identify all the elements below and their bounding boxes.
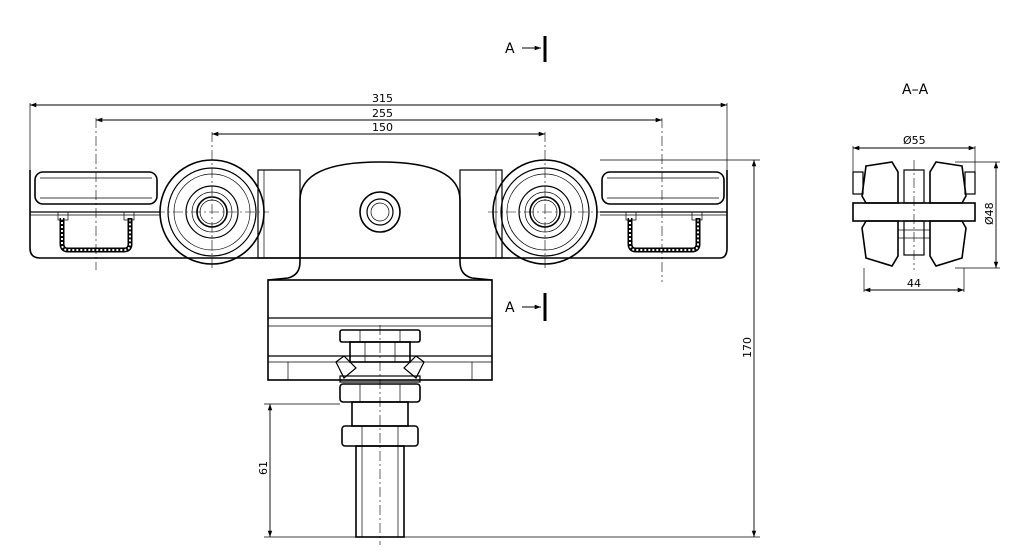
dimension-170-label: 170 — [741, 337, 754, 358]
dimension-61-label: 61 — [257, 461, 270, 475]
left-guide-pad — [34, 171, 158, 205]
dimension-diameter-48: Ø48 — [955, 161, 1000, 269]
dimension-150: 150 — [211, 121, 546, 270]
central-bracket — [257, 161, 503, 281]
dimension-170: 170 — [412, 159, 760, 538]
right-spring — [625, 211, 703, 253]
section-mark-label-top: A — [505, 41, 515, 57]
dimension-diameter-48-label: Ø48 — [983, 202, 996, 225]
bolt-assembly — [335, 325, 425, 545]
section-marker-top: A — [505, 36, 547, 62]
section-view-title: A–A — [902, 82, 929, 98]
left-spring — [57, 211, 135, 253]
dimension-44-label: 44 — [907, 277, 921, 290]
dimension-315-label: 315 — [372, 92, 393, 105]
dimension-diameter-55: Ø55 — [852, 134, 976, 172]
section-wheel-assembly — [852, 160, 976, 270]
dimension-255: 255 — [95, 107, 663, 282]
section-marker-bottom: A — [505, 293, 547, 321]
dimension-61: 61 — [257, 403, 412, 538]
dimension-255-label: 255 — [372, 107, 393, 120]
right-guide-pad — [601, 171, 725, 205]
dimension-315: 315 — [29, 92, 728, 170]
right-wheel — [488, 159, 602, 265]
dimension-44: 44 — [863, 268, 965, 293]
dimension-diameter-55-label: Ø55 — [903, 134, 926, 147]
section-mark-label-bottom: A — [505, 300, 515, 316]
rail-body — [29, 170, 728, 259]
dimension-150-label: 150 — [372, 121, 393, 134]
